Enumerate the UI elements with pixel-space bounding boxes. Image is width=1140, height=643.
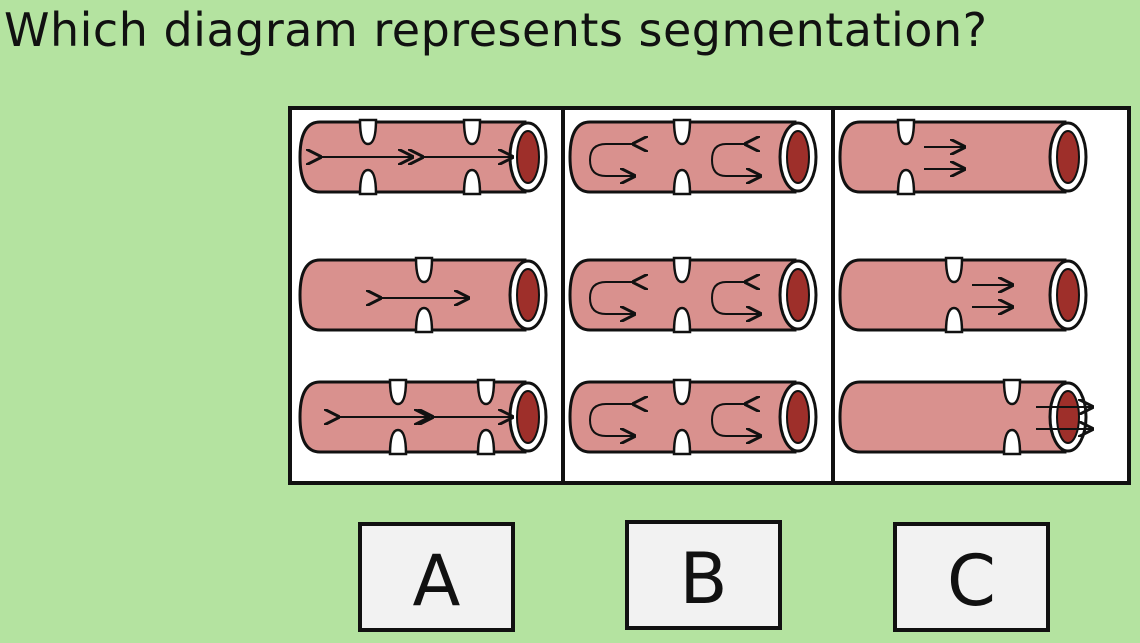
column-a-diagram bbox=[298, 118, 548, 456]
intestine-diagram bbox=[298, 110, 1127, 481]
answer-a-button[interactable]: A bbox=[358, 522, 515, 632]
question-text: Which diagram represents segmentation? bbox=[4, 3, 988, 57]
column-c-diagram bbox=[838, 118, 1092, 456]
answer-b-button[interactable]: B bbox=[625, 520, 782, 630]
column-b-diagram bbox=[568, 118, 818, 456]
intestine-diagram-panel bbox=[288, 106, 1131, 485]
answer-c-button[interactable]: C bbox=[893, 522, 1050, 632]
